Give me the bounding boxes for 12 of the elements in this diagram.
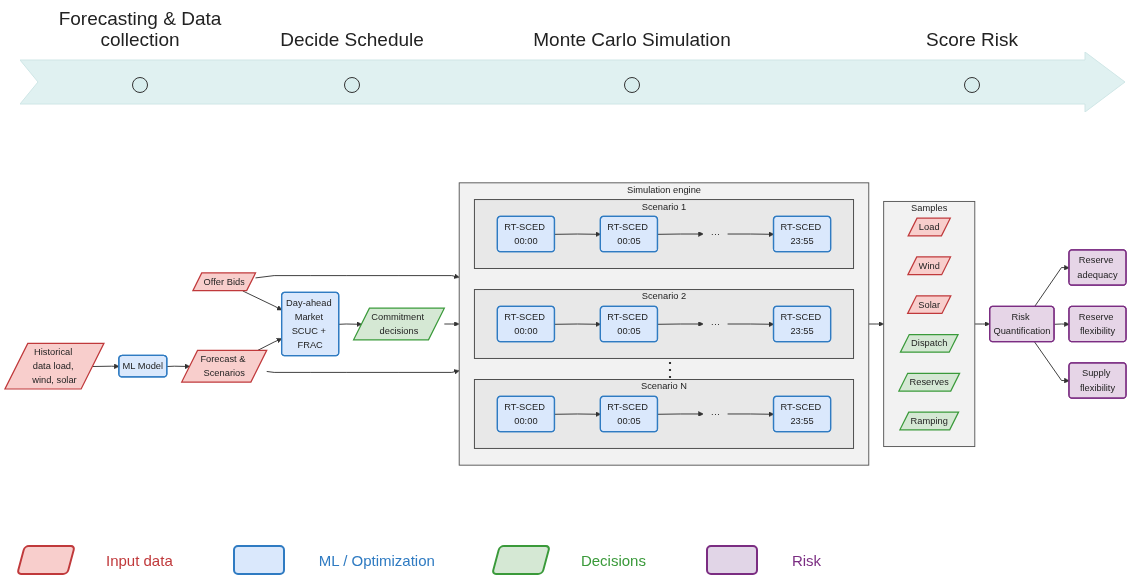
legend-label: Input data [106,551,173,569]
stage-label: Decide Schedule [280,29,424,50]
ellipsis-mark: ⋮ [660,359,680,379]
node-text: ··· [710,228,721,239]
legend-label: ML / Optimization [318,551,435,569]
stage-label: Forecasting & Data collection [57,8,223,50]
stage-label: Monte Carlo Simulation [533,29,731,50]
legend-label: Decisions [580,551,646,569]
legend-label: Risk [791,551,822,569]
stage-label: Score Risk [926,29,1018,50]
node-text: ··· [710,408,721,419]
node-text: ··· [710,318,721,329]
